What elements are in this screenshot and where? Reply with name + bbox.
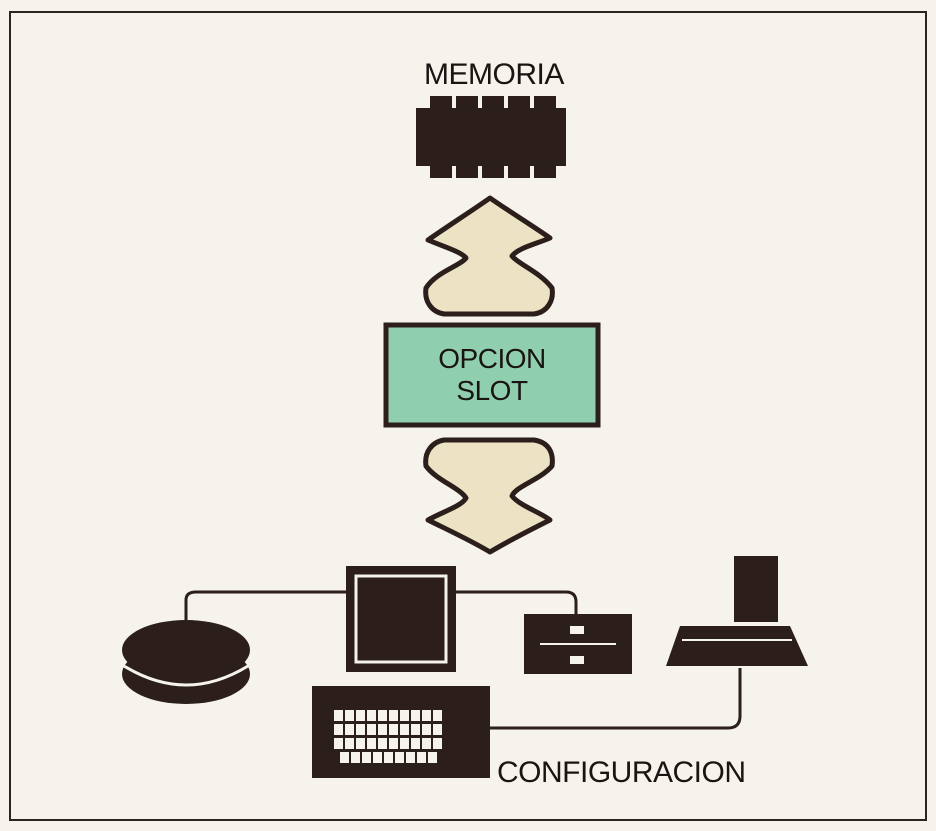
keyboard-key	[362, 752, 371, 763]
keyboard-key	[367, 724, 376, 735]
keyboard-key	[422, 738, 431, 749]
keyboard-key	[433, 724, 442, 735]
option-slot-label: OPCION SLOT	[386, 325, 598, 425]
keyboard-key	[367, 738, 376, 749]
connection-cables	[184, 590, 742, 730]
frame-border	[9, 11, 927, 821]
keyboard-keys	[334, 710, 442, 763]
keyboard-icon	[312, 686, 490, 778]
keyboard-key	[378, 738, 387, 749]
keyboard-key	[400, 710, 409, 721]
keyboard-key	[334, 724, 343, 735]
keyboard-key	[389, 710, 398, 721]
disk-drive-icon	[122, 620, 250, 704]
keyboard-key	[433, 738, 442, 749]
floppy-drive-icon	[524, 614, 632, 674]
keyboard-key	[428, 752, 437, 763]
keyboard-key	[411, 738, 420, 749]
keyboard-key	[356, 710, 365, 721]
keyboard-key	[351, 752, 360, 763]
option-slot-label-line1: OPCION	[438, 343, 546, 374]
configuration-label: CONFIGURACION	[497, 756, 746, 789]
keyboard-key	[334, 738, 343, 749]
keyboard-key	[373, 752, 382, 763]
keyboard-key	[422, 710, 431, 721]
keyboard-key	[356, 738, 365, 749]
keyboard-key	[378, 724, 387, 735]
keyboard-key	[340, 752, 349, 763]
down-arrow-icon	[423, 437, 555, 555]
keyboard-key	[433, 710, 442, 721]
keyboard-key	[356, 724, 365, 735]
monitor-icon	[346, 566, 456, 672]
keyboard-key	[400, 724, 409, 735]
keyboard-key	[422, 724, 431, 735]
keyboard-key	[411, 724, 420, 735]
keyboard-key	[395, 752, 404, 763]
keyboard-key	[389, 738, 398, 749]
keyboard-key	[345, 710, 354, 721]
keyboard-key	[411, 710, 420, 721]
printer-icon	[666, 556, 808, 666]
option-slot-box	[383, 322, 601, 428]
memory-label: MEMORIA	[424, 58, 564, 91]
keyboard-key	[345, 738, 354, 749]
up-arrow-icon	[423, 195, 555, 317]
keyboard-key	[367, 710, 376, 721]
keyboard-key	[345, 724, 354, 735]
keyboard-key	[334, 710, 343, 721]
keyboard-key	[384, 752, 393, 763]
memory-chip-icon	[416, 96, 566, 178]
keyboard-key	[378, 710, 387, 721]
keyboard-key	[406, 752, 415, 763]
option-slot-label-line2: SLOT	[456, 375, 528, 406]
keyboard-key	[389, 724, 398, 735]
keyboard-key	[400, 738, 409, 749]
keyboard-key	[417, 752, 426, 763]
